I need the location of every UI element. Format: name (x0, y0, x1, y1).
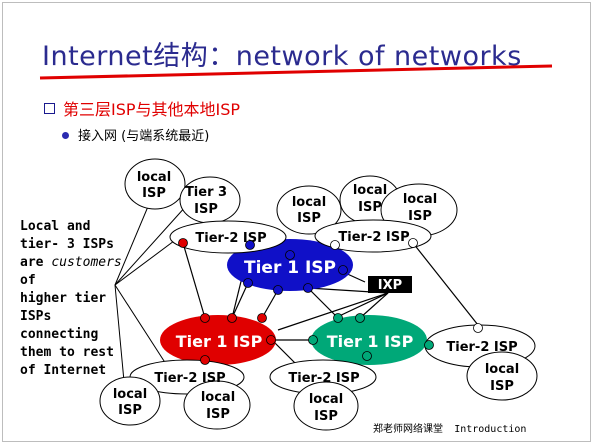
local-label: ISP (314, 409, 338, 424)
isp-ellipses (99, 158, 538, 431)
local-label: local (309, 392, 343, 407)
customer-note: Local and tier- 3 ISPs are customers of … (20, 218, 130, 380)
router-dot (200, 355, 210, 365)
link (334, 292, 389, 319)
note-line: ISPs (20, 309, 52, 324)
local-isp-topmid (276, 185, 342, 235)
local-label: ISP (358, 200, 382, 215)
tier1-blue-isp: Tier 1 ISP (227, 239, 353, 291)
local-label: ISP (490, 379, 514, 394)
local-label: ISP (297, 211, 321, 226)
tier2-label: Tier-2 ISP (446, 340, 517, 355)
isp-labels: local ISP Tier 3 ISP Tier-2 ISP local IS… (113, 170, 519, 424)
link (261, 289, 279, 319)
note-line: of (20, 273, 36, 288)
bullet-access-text: 接入网 (与端系统最近) (78, 129, 210, 144)
note-line: them to rest (20, 345, 114, 360)
slide-frame (2, 2, 591, 442)
customers-word: customers (51, 255, 122, 270)
ixp-box: IXP (368, 276, 412, 293)
local-label: local (292, 195, 326, 210)
tier2-label: Tier-2 ISP (288, 371, 359, 386)
local-label: local (201, 390, 235, 405)
local-isp-bottomleft (99, 376, 161, 426)
local-isp-bottomleft2 (183, 380, 251, 430)
slide-footer: 郑老师网络课堂 Introduction (373, 420, 526, 435)
local-label: local (113, 387, 147, 402)
router-dot (257, 313, 267, 323)
router-dot (330, 240, 340, 250)
link (307, 287, 339, 319)
local-isp-right (466, 351, 538, 401)
local-label: local (137, 170, 171, 185)
link (412, 242, 479, 326)
local-label: local (403, 192, 437, 207)
tier1-green-label: Tier 1 ISP (327, 332, 414, 351)
note-line: higher tier (20, 291, 107, 306)
link (182, 242, 206, 319)
note-line: connecting (20, 327, 99, 342)
router-dot (285, 250, 295, 260)
router-dot (355, 313, 365, 323)
arrow-to-local-bottom (114, 284, 126, 393)
bullet-tier3-text: 第三层ISP与其他本地ISP (63, 100, 241, 119)
tier1-red-isp: Tier 1 ISP (160, 315, 276, 365)
tier2-label: Tier-2 ISP (338, 230, 409, 245)
note-line: tier- 3 ISPs (20, 237, 114, 252)
router-dot (227, 313, 237, 323)
tier2-label: Tier-2 ISP (154, 371, 225, 386)
bullet-tier3-isp: 第三层ISP与其他本地ISP (44, 96, 240, 120)
router-dot (178, 238, 188, 248)
router-dot (308, 335, 318, 345)
router-dot (266, 335, 276, 345)
router-dots (178, 238, 483, 365)
dot-bullet-icon (62, 132, 69, 139)
note-line: of Internet (20, 363, 107, 378)
note-line: Local and (20, 219, 91, 234)
local-label: local (353, 183, 387, 198)
footer-author: 郑老师网络课堂 (373, 424, 443, 435)
tier1-blue-label: Tier 1 ISP (244, 258, 336, 278)
router-dot (408, 238, 418, 248)
router-dot (473, 323, 483, 333)
link (359, 292, 389, 319)
tier2-isp-topleft (169, 220, 287, 254)
local-label: local (485, 362, 519, 377)
tier3-label: Tier 3 (185, 185, 227, 200)
router-dot (303, 283, 313, 293)
local-isp-topleft (124, 158, 186, 210)
local-label: ISP (142, 186, 166, 201)
arrow-to-tier2-top (114, 234, 183, 286)
tier1-green-isp: Tier 1 ISP (311, 315, 427, 365)
tier3-label: ISP (194, 202, 218, 217)
checkbox-bullet-icon (44, 103, 55, 114)
tier2-label: Tier-2 ISP (195, 231, 266, 246)
bullet-access-net: 接入网 (与端系统最近) (62, 125, 209, 144)
local-label: ISP (408, 209, 432, 224)
router-dot (424, 340, 434, 350)
tier2-isp-topright (314, 219, 432, 253)
router-dot (273, 285, 283, 295)
ixp-label: IXP (378, 278, 402, 293)
router-dot (338, 265, 348, 275)
router-dot (243, 278, 253, 288)
link (277, 292, 389, 331)
footer-section: Introduction (454, 424, 527, 435)
note-line-part: are (20, 255, 52, 270)
link (231, 282, 249, 319)
router-dot (245, 240, 255, 250)
router-dot (333, 313, 343, 323)
local-label: ISP (206, 407, 230, 422)
note-line: are customers (20, 254, 130, 272)
tier1-red-label: Tier 1 ISP (176, 332, 263, 351)
local-isp-bottommid (293, 381, 359, 431)
router-dot (362, 351, 372, 361)
router-dot (200, 313, 210, 323)
slide-title: Internet结构：network of networks (42, 41, 522, 72)
local-label: ISP (118, 403, 142, 418)
arrow-to-tier3 (114, 204, 188, 286)
